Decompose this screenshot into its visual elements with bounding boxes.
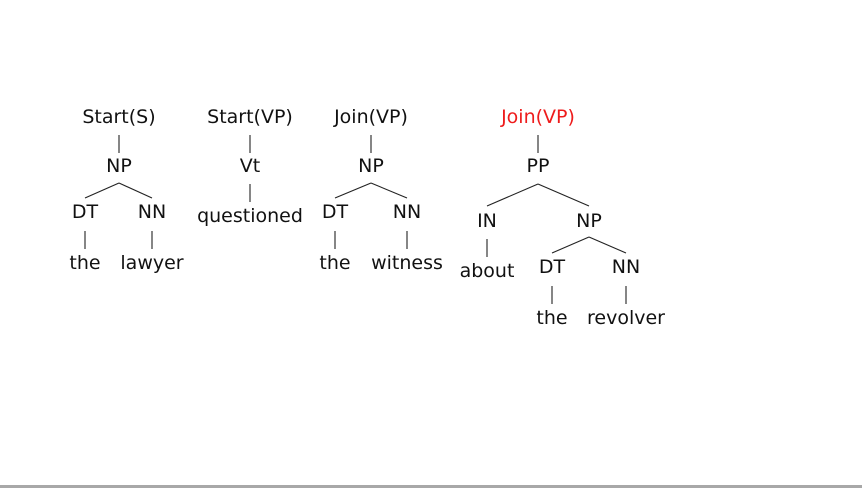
tree3-edge-np-dt xyxy=(334,182,372,199)
tree1-edge-np-dt xyxy=(84,182,120,199)
tree4-nn-label: NN xyxy=(612,256,640,278)
tree2-vt-label: Vt xyxy=(240,155,260,177)
tree4-np-label: NP xyxy=(576,210,602,232)
tree3-edge-np-nn xyxy=(370,182,408,199)
tree4-pp-label: PP xyxy=(527,155,550,177)
tree2-root-label: Start(VP) xyxy=(207,106,293,128)
tree3-dt-label: DT xyxy=(322,201,349,223)
tree-join-vp-np: Join(VP) NP DT NN the witness xyxy=(319,106,443,274)
tree1-dt-label: DT xyxy=(72,201,99,223)
tree4-word-the: the xyxy=(536,307,567,329)
tree1-nn-label: NN xyxy=(138,201,166,223)
tree4-word-about: about xyxy=(460,260,515,282)
tree1-np-label: NP xyxy=(106,155,132,177)
tree4-in-label: IN xyxy=(477,210,497,232)
tree4-word-revolver: revolver xyxy=(587,307,665,329)
tree4-edge-pp-np xyxy=(537,183,590,207)
tree2-word-questioned: questioned xyxy=(197,205,303,227)
tree3-root-label: Join(VP) xyxy=(333,106,408,128)
tree4-edge-np-dt xyxy=(551,236,590,254)
tree4-root-label-highlighted: Join(VP) xyxy=(500,106,575,128)
tree3-word-witness: witness xyxy=(371,252,443,274)
tree3-np-label: NP xyxy=(358,155,384,177)
tree1-root-label: Start(S) xyxy=(82,106,155,128)
tree4-edge-np-nn xyxy=(588,236,627,254)
tree1-edge-np-nn xyxy=(118,182,153,199)
tree1-word-the: the xyxy=(69,252,100,274)
tree4-dt-label: DT xyxy=(539,256,566,278)
tree3-nn-label: NN xyxy=(393,201,421,223)
tree1-word-lawyer: lawyer xyxy=(120,252,183,274)
tree-start-s: Start(S) NP DT NN the lawyer xyxy=(69,106,183,274)
tree-join-vp-pp: Join(VP) PP IN NP about DT NN the revolv… xyxy=(460,106,666,329)
tree3-word-the: the xyxy=(319,252,350,274)
tree4-edge-pp-in xyxy=(486,183,539,207)
tree-start-vp: Start(VP) Vt questioned xyxy=(197,106,303,227)
slide-bottom-border xyxy=(0,485,862,488)
